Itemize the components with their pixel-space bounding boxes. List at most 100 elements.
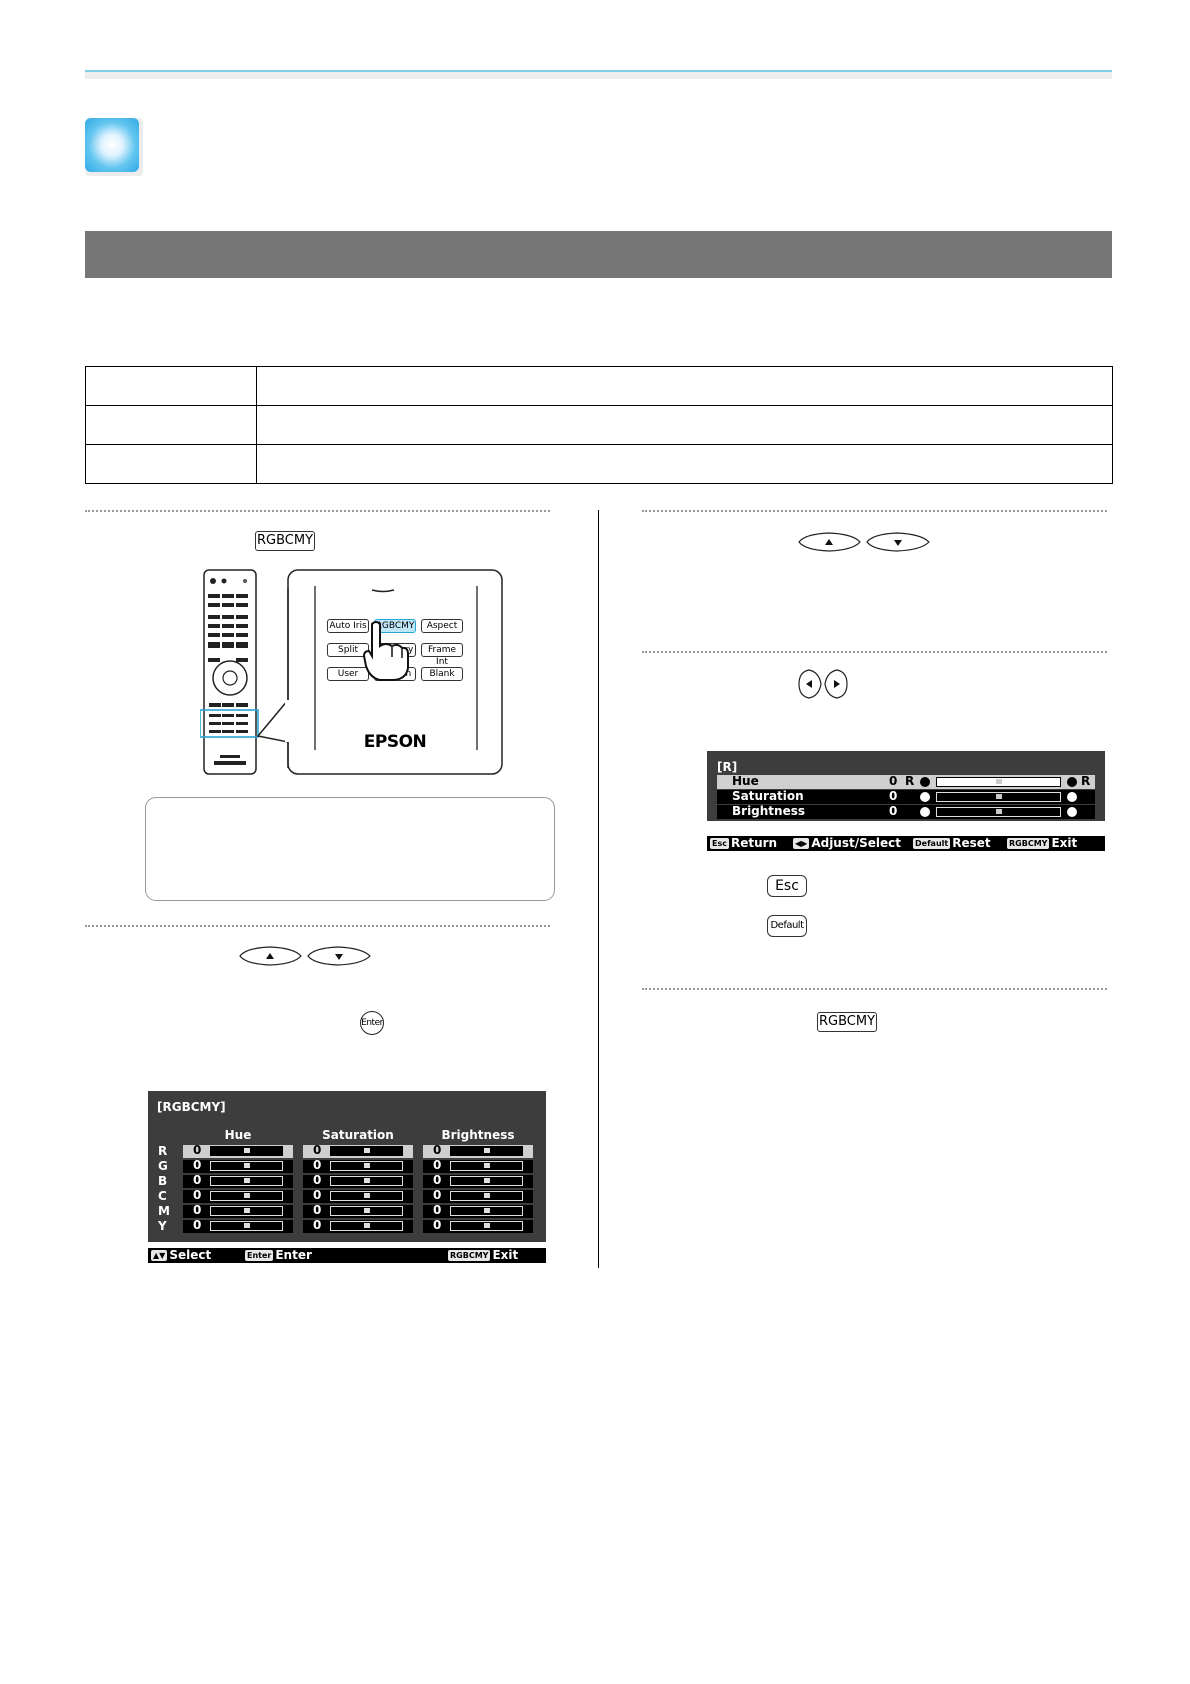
enter-key-icon: Enter <box>245 1250 274 1261</box>
epson-logo: EPSON <box>363 732 427 752</box>
osd-slider <box>210 1206 283 1216</box>
osd-slider <box>450 1206 523 1216</box>
osd-slider-knob <box>243 1223 250 1228</box>
osd-slider <box>450 1146 523 1156</box>
osd-row-label: M <box>158 1204 170 1218</box>
osd-cell-value: 0 <box>193 1203 202 1217</box>
osd-slider <box>330 1191 403 1201</box>
osd-cell-value: 0 <box>433 1188 442 1202</box>
osd-adjust-right-label: R <box>1081 774 1091 788</box>
left-right-key-icon: ◀▶ <box>793 838 810 849</box>
osd-slider-knob <box>243 1178 250 1183</box>
rgbcmy-key-icon: RGBCMY <box>448 1250 491 1261</box>
osd-slider-knob <box>363 1193 370 1198</box>
osd-slider-knob <box>243 1148 250 1153</box>
osd-cell: 0 <box>423 1158 533 1173</box>
osd-cell-value: 0 <box>433 1158 442 1172</box>
osd-adjust-label: Hue <box>732 774 759 788</box>
osd-slider <box>210 1176 283 1186</box>
osd-slider-knob <box>995 809 1002 814</box>
osd-slider-knob <box>243 1208 250 1213</box>
osd-slider-knob <box>483 1178 490 1183</box>
osd-cell: 0 <box>183 1203 293 1218</box>
osd-cell-value: 0 <box>193 1158 202 1172</box>
right-arrow-icon <box>1067 792 1077 802</box>
left-arrow-icon <box>920 777 930 787</box>
osd-cell-value: 0 <box>313 1143 322 1157</box>
osd-cell-value: 0 <box>193 1143 202 1157</box>
table-row <box>85 366 1113 406</box>
osd-cell: 0 <box>183 1188 293 1203</box>
osd-cell: 0 <box>303 1188 413 1203</box>
osd-slider <box>330 1146 403 1156</box>
step-separator <box>642 510 1107 512</box>
osd-cell-value: 0 <box>313 1188 322 1202</box>
osd-slider <box>330 1206 403 1216</box>
osd-cell: 0 <box>303 1143 413 1158</box>
left-right-keys-icon <box>798 669 848 699</box>
osd-slider-knob <box>363 1223 370 1228</box>
default-key-icon: Default <box>767 915 807 937</box>
frame-int-button: Frame Int <box>421 643 463 667</box>
note-box <box>145 797 555 901</box>
osd-slider <box>330 1161 403 1171</box>
osd-slider-knob <box>483 1208 490 1213</box>
esc-key-icon: Esc <box>710 838 729 849</box>
osd-slider-knob <box>363 1163 370 1168</box>
osd-row-label: G <box>158 1159 168 1173</box>
footer-select: ▲▼Select <box>151 1248 212 1262</box>
osd-row-label: B <box>158 1174 168 1188</box>
osd-cell: 0 <box>423 1188 533 1203</box>
osd-cell-value: 0 <box>193 1188 202 1202</box>
rgbcmy-key-icon: RGBCMY <box>255 531 315 551</box>
osd-row-label: Y <box>158 1219 167 1233</box>
osd-adjust-slider <box>936 777 1061 787</box>
osd-slider <box>450 1191 523 1201</box>
osd-slider-knob <box>363 1208 370 1213</box>
auto-iris-button: Auto Iris <box>327 619 369 633</box>
osd-cell: 0 <box>423 1173 533 1188</box>
osd-cell: 0 <box>183 1158 293 1173</box>
osd-adjust-value: 0 <box>889 804 898 818</box>
aspect-button: Aspect <box>421 619 463 633</box>
pointing-hand-icon <box>362 621 409 681</box>
right-arrow-icon <box>1067 777 1077 787</box>
table-row <box>85 444 1113 484</box>
osd-cell-value: 0 <box>313 1203 322 1217</box>
up-down-keys-icon <box>798 532 930 552</box>
left-arrow-icon <box>920 792 930 802</box>
blank-button: Blank <box>421 667 463 681</box>
osd-slider-knob <box>995 794 1002 799</box>
split-button: Split <box>327 643 369 657</box>
osd-cell: 0 <box>423 1218 533 1233</box>
up-down-key-icon: ▲▼ <box>151 1250 168 1261</box>
step-separator <box>642 651 1107 653</box>
osd-cell: 0 <box>303 1158 413 1173</box>
header-rule <box>85 70 1112 79</box>
osd-cell-value: 0 <box>313 1218 322 1232</box>
osd-slider <box>450 1221 523 1231</box>
osd-slider <box>450 1161 523 1171</box>
osd-cell: 0 <box>423 1203 533 1218</box>
table-row <box>85 405 1113 445</box>
osd-slider <box>210 1161 283 1171</box>
osd-adjust-left-label: R <box>905 774 915 788</box>
rgbcmy-button: RGBCMY <box>374 619 416 633</box>
step-separator <box>85 925 550 927</box>
osd-cell-value: 0 <box>433 1203 442 1217</box>
osd-adjust-value: 0 <box>889 774 898 788</box>
osd-slider <box>330 1176 403 1186</box>
osd-slider-knob <box>243 1163 250 1168</box>
osd-cell: 0 <box>183 1218 293 1233</box>
osd-slider <box>450 1176 523 1186</box>
osd-slider-knob <box>483 1223 490 1228</box>
osd-cell: 0 <box>423 1143 533 1158</box>
osd-cell-value: 0 <box>193 1218 202 1232</box>
footer-adjust: ◀▶Adjust/Select <box>793 836 901 850</box>
